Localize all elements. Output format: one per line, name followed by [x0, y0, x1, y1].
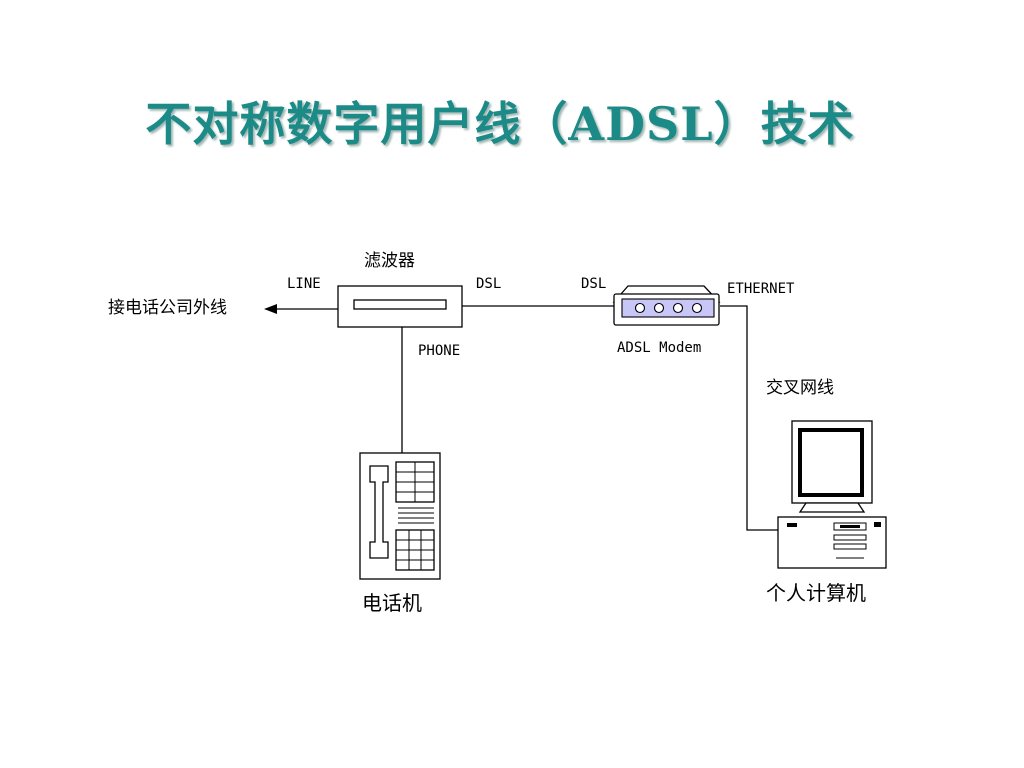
adsl-modem-icon	[612, 285, 721, 326]
arrow-left-icon	[264, 304, 277, 314]
slide-title: 不对称数字用户线（ADSL）技术	[145, 97, 855, 151]
computer-label: 个人计算机	[766, 581, 866, 605]
filter-label: 滤波器	[364, 251, 415, 271]
phone-company-line-label: 接电话公司外线	[108, 298, 227, 318]
ethernet-port-label: ETHERNET	[727, 281, 795, 297]
telephone-icon	[359, 452, 441, 580]
modem-dsl-port-label: DSL	[581, 276, 606, 292]
line-port-label: LINE	[287, 276, 321, 292]
telephone-label: 电话机	[362, 591, 422, 615]
phone-port-label: PHONE	[418, 343, 460, 359]
filter-dsl-port-label: DSL	[476, 276, 501, 292]
adsl-modem-label: ADSL Modem	[617, 340, 701, 356]
computer-icon	[777, 420, 887, 569]
filter-box	[337, 285, 463, 328]
crossover-cable-line	[720, 305, 778, 531]
connection-lines	[264, 304, 778, 531]
crossover-cable-label: 交叉网线	[766, 378, 834, 398]
